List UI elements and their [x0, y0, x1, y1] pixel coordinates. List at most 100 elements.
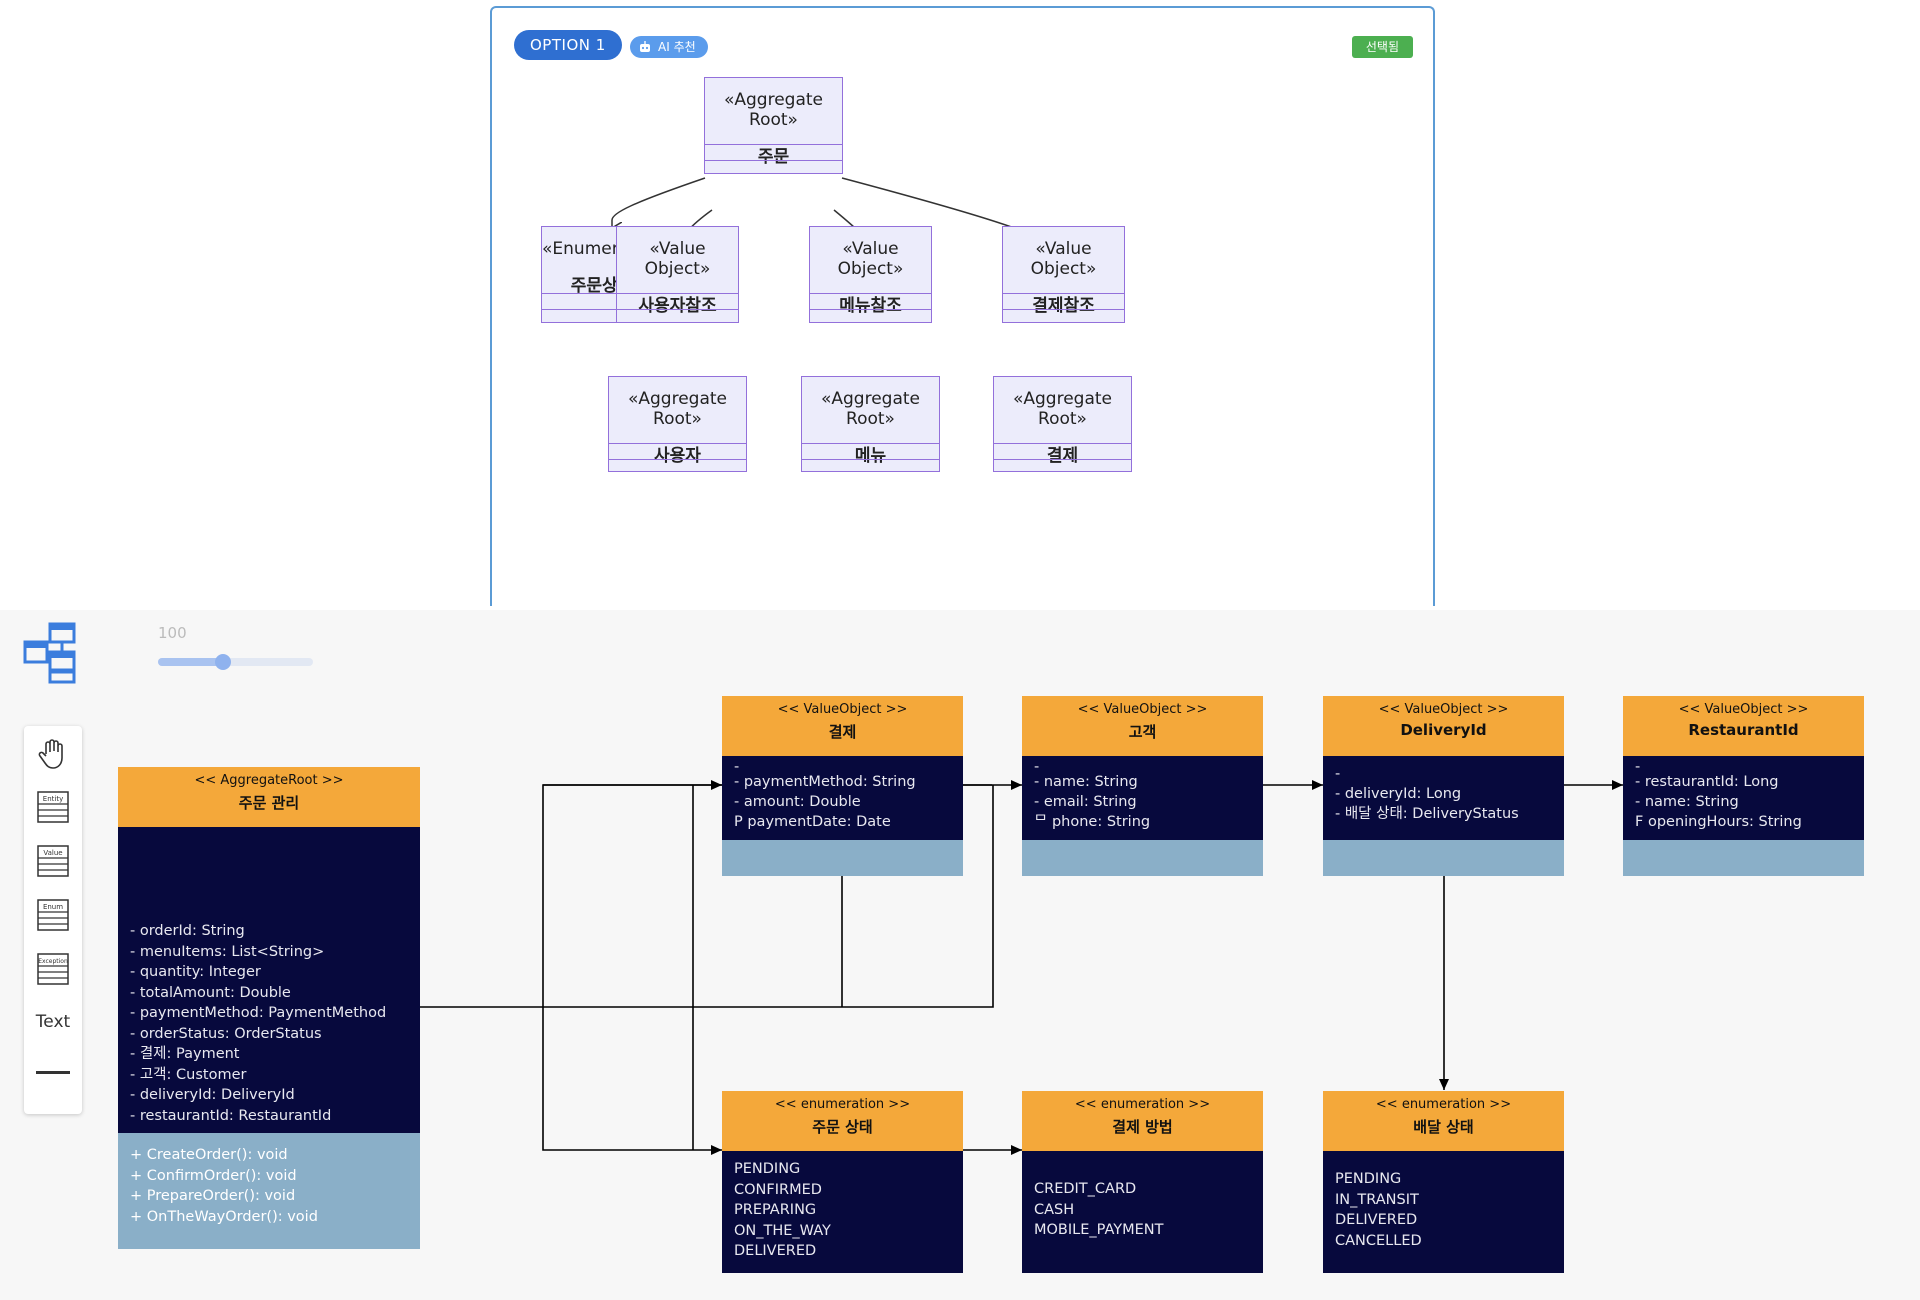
robot-icon: [640, 41, 650, 52]
uml-class-name: 결제: [1046, 446, 1079, 466]
uml-class-user-ref[interactable]: «Value Object» 사용자참조: [616, 226, 739, 323]
enum-values: CREDIT_CARD CASH MOBILE_PAYMENT: [1022, 1151, 1263, 1273]
class-delivery-id-vo[interactable]: << ValueObject >> DeliveryId - - deliver…: [1323, 696, 1564, 876]
class-connectors: [420, 780, 1623, 1155]
class-name: 고객: [1128, 723, 1157, 741]
class-attributes: - - restaurantId: Long - name: String F …: [1623, 756, 1864, 840]
value-tool-icon[interactable]: Value: [36, 844, 70, 878]
uml-stereotype: «Aggregate Root»: [820, 389, 921, 429]
class-attributes: - - paymentMethod: String - amount: Doub…: [722, 756, 963, 840]
attribute: F openingHours: String: [1635, 814, 1802, 830]
zoom-slider-thumb[interactable]: [215, 654, 232, 670]
class-stereotype: << enumeration >>: [1074, 1097, 1211, 1112]
method: + OnTheWayOrder(): void: [130, 1208, 318, 1225]
enum-value: DELIVERED: [1335, 1212, 1418, 1228]
option-badge[interactable]: OPTION 1: [514, 30, 622, 60]
enum-value: CREDIT_CARD: [1034, 1181, 1137, 1197]
zoom-slider[interactable]: [158, 654, 313, 670]
attribute: -: [1034, 759, 1040, 775]
uml-class-menu-ref[interactable]: «Value Object» 메뉴참조: [809, 226, 932, 323]
line-tool-icon[interactable]: [36, 1071, 70, 1074]
attribute: -: [734, 759, 740, 775]
ai-recommend-badge: AI 추천: [630, 36, 708, 58]
class-name: 주문 상태: [812, 1118, 873, 1136]
enum-tool-icon[interactable]: Enum: [36, 898, 70, 932]
enum-value: PENDING: [1335, 1171, 1402, 1187]
class-customer-vo[interactable]: << ValueObject >> 고객 - - name: String - …: [1022, 696, 1263, 876]
edge-order-hub: [420, 785, 994, 1008]
uml-stereotype: «Value Object»: [1030, 239, 1097, 279]
uml-class-menu-root[interactable]: «Aggregate Root» 메뉴: [801, 376, 940, 472]
uml-stereotype: «Aggregate Root»: [627, 389, 728, 429]
enum-value: PENDING: [734, 1161, 801, 1177]
class-restaurant-id-vo[interactable]: << ValueObject >> RestaurantId - - resta…: [1623, 696, 1864, 876]
uml-class-name: 사용자참조: [638, 296, 717, 316]
uml-stereotype: «Value Object»: [837, 239, 904, 279]
attribute: -: [1635, 759, 1641, 775]
attribute: - orderStatus: OrderStatus: [130, 1025, 322, 1042]
enum-value: CANCELLED: [1335, 1232, 1422, 1249]
enum-delivery-status[interactable]: << enumeration >> 배달 상태 PENDING IN_TRANS…: [1323, 1091, 1564, 1273]
ai-badge-label: AI 추천: [658, 40, 696, 54]
entity-tool-label: Entity: [43, 795, 63, 803]
class-stereotype: << ValueObject >>: [1378, 702, 1509, 717]
method: + ConfirmOrder(): void: [130, 1167, 297, 1184]
selected-badge: 선택됨: [1351, 36, 1413, 58]
enum-payment-method[interactable]: << enumeration >> 결제 방법 CREDIT_CARD CASH…: [1022, 1091, 1263, 1273]
enum-value: PREPARING: [734, 1202, 817, 1218]
class-stereotype: << AggregateRoot >>: [194, 773, 344, 788]
attribute: - deliveryId: Long: [1335, 786, 1462, 802]
edge-root-enum: [612, 177, 706, 228]
class-attributes: - - name: String - email: String ᄆ phone…: [1022, 756, 1263, 840]
attribute: - name: String: [1034, 774, 1138, 790]
class-attributes: - - deliveryId: Long - 배달 상태: DeliverySt…: [1323, 756, 1564, 840]
class-payment-vo[interactable]: << ValueObject >> 결제 - - paymentMethod: …: [722, 696, 963, 876]
attribute: - paymentMethod: String: [734, 774, 916, 790]
attribute: - totalAmount: Double: [130, 984, 291, 1001]
uml-class-name: 메뉴: [854, 446, 887, 466]
zoom-value: 100: [158, 624, 187, 642]
entity-tool-icon[interactable]: Entity: [36, 790, 70, 824]
enum-value: MOBILE_PAYMENT: [1034, 1222, 1164, 1238]
class-name: RestaurantId: [1688, 721, 1799, 739]
exception-tool-label: Exception: [38, 958, 68, 965]
class-stereotype: << ValueObject >>: [777, 702, 908, 717]
attribute: ᄆ phone: String: [1034, 814, 1151, 830]
edge-order-status-enum-a: [542, 1007, 722, 1155]
attribute: - amount: Double: [734, 794, 861, 810]
class-order-management[interactable]: << AggregateRoot >> 주문 관리 - orderId: Str…: [118, 767, 420, 1249]
enum-order-status[interactable]: << enumeration >> 주문 상태 PENDING CONFIRME…: [722, 1091, 963, 1273]
uml-class-name: 결제참조: [1032, 296, 1095, 316]
class-name: DeliveryId: [1400, 721, 1487, 739]
uml-class-payment-root[interactable]: «Aggregate Root» 결제: [993, 376, 1132, 472]
attribute: - name: String: [1635, 794, 1739, 810]
class-methods: [1323, 840, 1564, 876]
method: + PrepareOrder(): void: [130, 1188, 296, 1204]
uml-class-name: 사용자: [654, 446, 701, 466]
attribute: - quantity: Integer: [130, 964, 261, 980]
enum-values: PENDING IN_TRANSIT DELIVERED CANCELLED: [1323, 1151, 1564, 1273]
attribute: P paymentDate: Date: [734, 814, 891, 830]
diagram-editor[interactable]: 100 Entity Value Enum Exception Text: [0, 610, 1920, 1300]
enum-value: ON_THE_WAY: [734, 1222, 831, 1239]
uml-class-order-root[interactable]: «Aggregate Root» 주문: [704, 77, 843, 174]
enum-value: DELIVERED: [734, 1243, 817, 1259]
class-methods: [722, 840, 963, 876]
attribute: -: [1335, 766, 1341, 782]
class-stereotype: << enumeration >>: [1375, 1097, 1512, 1112]
attribute: - paymentMethod: PaymentMethod: [130, 1005, 387, 1021]
uml-stereotype: «Aggregate Root»: [723, 90, 824, 130]
zoom-slider-fill: [158, 658, 224, 666]
uml-class-user-root[interactable]: «Aggregate Root» 사용자: [608, 376, 747, 472]
class-methods: + CreateOrder(): void + ConfirmOrder(): …: [118, 1133, 420, 1249]
uml-class-payment-ref[interactable]: «Value Object» 결제참조: [1002, 226, 1125, 323]
app-logo-icon: [23, 622, 76, 684]
hand-pointer-icon[interactable]: [36, 738, 70, 772]
exception-tool-icon[interactable]: Exception: [36, 952, 70, 986]
option-card[interactable]: OPTION 1 AI 추천 선택됨 «Aggregate Root» 주문 «…: [490, 6, 1435, 606]
class-name: 배달 상태: [1413, 1118, 1474, 1136]
uml-stereotype: «Aggregate Root»: [1012, 389, 1113, 429]
text-tool[interactable]: Text: [35, 1012, 71, 1032]
attribute: - menuItems: List<String>: [130, 943, 325, 960]
uml-class-name: 메뉴참조: [839, 296, 902, 316]
